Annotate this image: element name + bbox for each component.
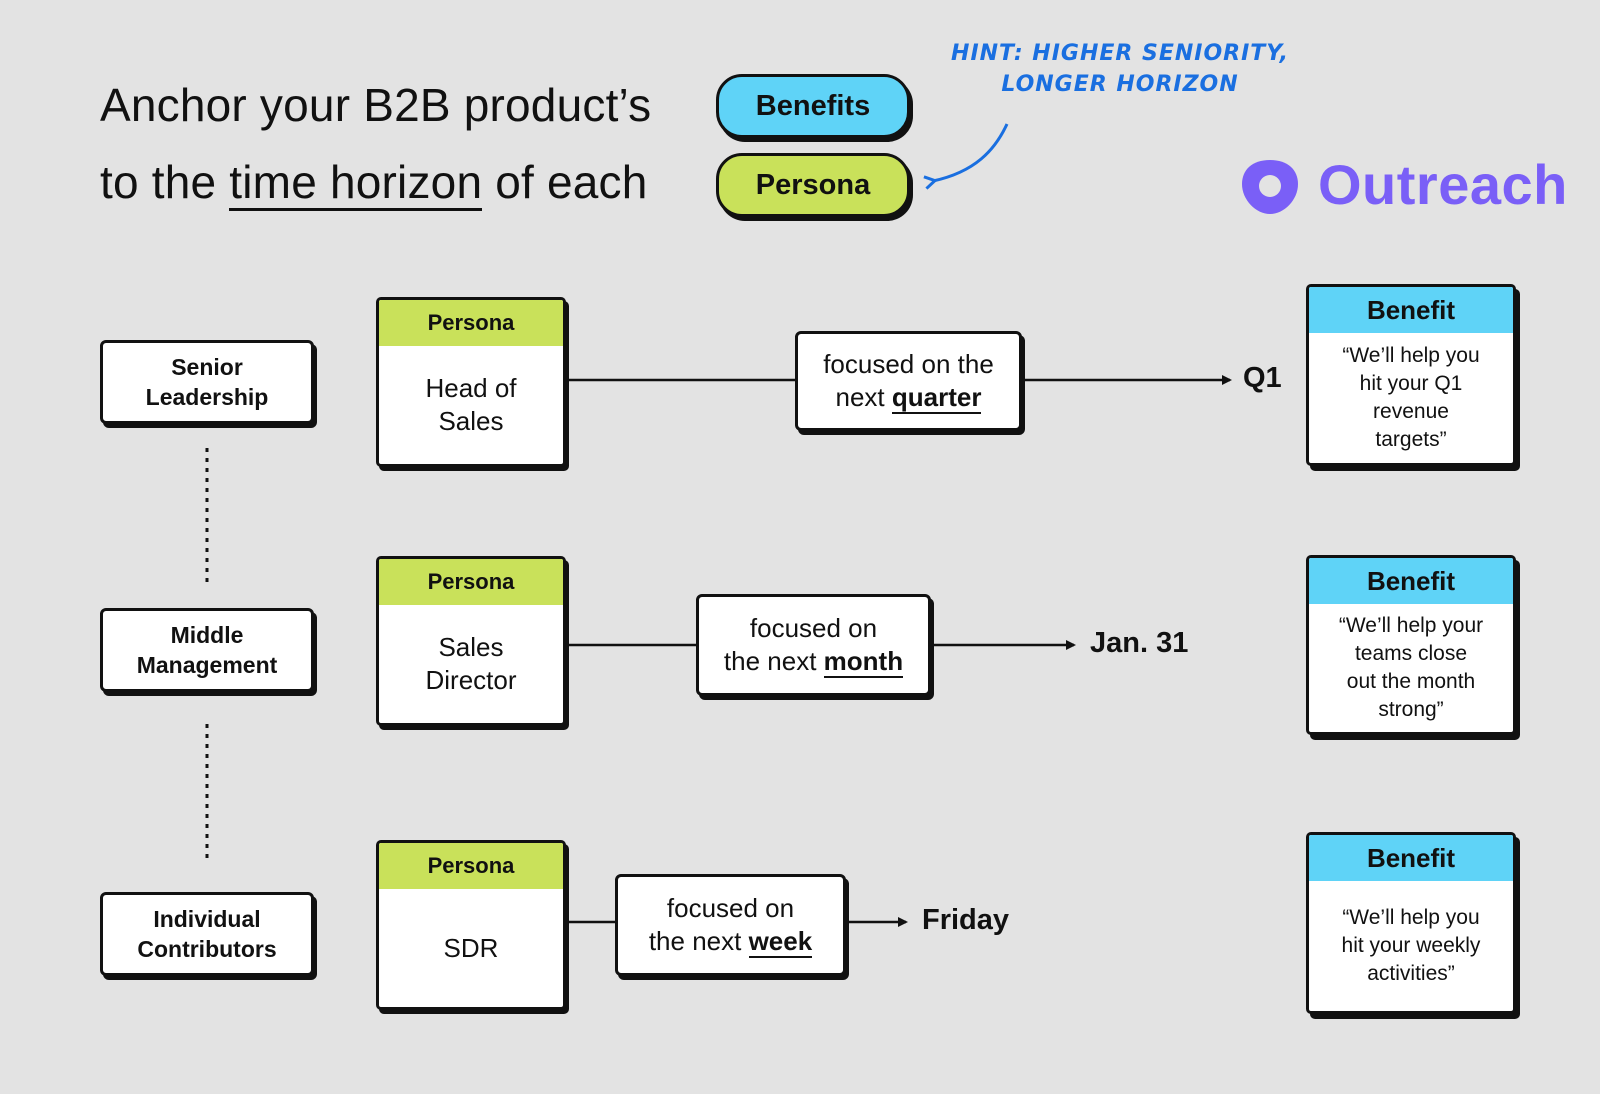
focus-box-month: focused on the next month xyxy=(696,594,931,696)
focus-time-unit: quarter xyxy=(891,382,982,414)
benefit-card-q1: Benefit “We’ll help you hit your Q1 reve… xyxy=(1306,284,1516,466)
benefit-text-line: “We’ll help you xyxy=(1342,906,1480,929)
focus-box-quarter: focused on the next quarter xyxy=(795,331,1022,431)
benefit-text-line: revenue xyxy=(1373,400,1449,423)
benefit-card-week: Benefit “We’ll help you hit your weekly … xyxy=(1306,832,1516,1014)
level-text-line: Individual xyxy=(153,906,261,932)
benefit-text-line: out the month xyxy=(1346,670,1476,693)
outreach-logo-text: Outreach xyxy=(1318,153,1568,216)
level-box-individual-contributors: Individual Contributors xyxy=(100,892,314,976)
persona-card-header: Persona xyxy=(379,559,563,605)
persona-card-header: Persona xyxy=(379,300,563,346)
persona-card-body: Sales Director xyxy=(379,605,563,723)
persona-card-sales-director: Persona Sales Director xyxy=(376,556,566,726)
hint-line-2: Longer horizon xyxy=(1001,72,1239,97)
title-line-2: to the time horizon of each xyxy=(100,155,648,211)
level-text-line: Contributors xyxy=(137,936,277,962)
title-line-1: Anchor your B2B product’s xyxy=(100,78,651,132)
focus-time-unit: week xyxy=(748,926,813,958)
focus-text-line-1: focused on xyxy=(749,613,878,643)
persona-name-line: Sales xyxy=(438,406,504,436)
outreach-logo-icon xyxy=(1242,160,1298,214)
benefit-card-header: Benefit xyxy=(1309,558,1513,604)
persona-name-line: Head of xyxy=(425,373,517,403)
benefit-text-line: strong” xyxy=(1378,698,1444,721)
persona-card-head-of-sales: Persona Head of Sales xyxy=(376,297,566,467)
benefit-text-line: targets” xyxy=(1375,428,1447,451)
persona-pill: Persona xyxy=(716,153,910,217)
benefit-card-header: Benefit xyxy=(1309,835,1513,881)
focus-text-line-1: focused on the xyxy=(823,349,994,379)
benefit-card-header: Benefit xyxy=(1309,287,1513,333)
benefit-card-body: “We’ll help your teams close out the mon… xyxy=(1309,604,1513,732)
benefit-text-line: teams close xyxy=(1354,642,1468,665)
benefit-card-body: “We’ll help you hit your Q1 revenue targ… xyxy=(1309,333,1513,463)
persona-name-line: Sales xyxy=(438,632,504,662)
hint-line-1: Hint: higher seniority, xyxy=(951,41,1289,66)
deadline-label-friday: Friday xyxy=(922,904,1010,936)
persona-card-header: Persona xyxy=(379,843,563,889)
hint-arrow xyxy=(933,123,1009,181)
focus-time-unit: month xyxy=(823,646,904,678)
focus-text-prefix: next xyxy=(835,382,892,412)
persona-card-body: Head of Sales xyxy=(379,346,563,464)
hint-note: Hint: higher seniority, Longer horizon xyxy=(950,38,1290,100)
benefit-text-line: hit your weekly xyxy=(1341,934,1481,957)
level-box-middle-management: Middle Management xyxy=(100,608,314,692)
benefits-pill: Benefits xyxy=(716,74,910,138)
benefit-card-month: Benefit “We’ll help your teams close out… xyxy=(1306,555,1516,735)
level-text-line: Senior xyxy=(171,354,243,380)
focus-text-line-1: focused on xyxy=(666,893,795,923)
persona-name-line: SDR xyxy=(443,932,499,963)
benefit-text-line: “We’ll help your xyxy=(1338,614,1484,637)
level-text-line: Leadership xyxy=(145,384,269,410)
level-text-line: Management xyxy=(136,652,278,678)
benefit-text-line: hit your Q1 xyxy=(1359,372,1463,395)
title-line-2-suffix: of each xyxy=(482,156,648,208)
deadline-label-jan-31: Jan. 31 xyxy=(1090,627,1189,659)
focus-text-prefix: the next xyxy=(648,926,749,956)
benefit-text-line: activities” xyxy=(1367,962,1455,985)
title-line-2-prefix: to the xyxy=(100,156,230,208)
focus-text-prefix: the next xyxy=(723,646,824,676)
title-underlined-phrase: time horizon xyxy=(229,156,483,211)
benefits-pill-label: Benefits xyxy=(755,89,871,122)
persona-card-sdr: Persona SDR xyxy=(376,840,566,1010)
benefit-card-body: “We’ll help you hit your weekly activiti… xyxy=(1309,881,1513,1011)
title-line-1-text: Anchor your B2B product’s xyxy=(100,79,652,131)
persona-card-body: SDR xyxy=(379,889,563,1007)
benefit-text-line: “We’ll help you xyxy=(1342,344,1480,367)
outreach-logo: Outreach xyxy=(1238,152,1598,224)
persona-name-line: Director xyxy=(425,665,517,695)
persona-pill-label: Persona xyxy=(755,168,871,201)
focus-box-week: focused on the next week xyxy=(615,874,846,976)
deadline-label-q1: Q1 xyxy=(1243,362,1282,394)
level-box-senior-leadership: Senior Leadership xyxy=(100,340,314,424)
level-text-line: Middle xyxy=(170,622,244,648)
